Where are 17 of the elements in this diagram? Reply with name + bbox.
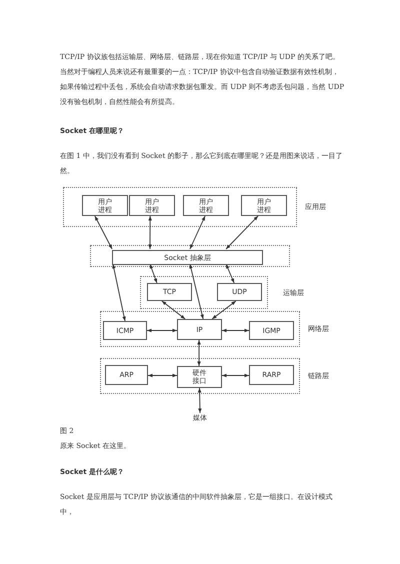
arrow — [197, 340, 201, 366]
arrow — [226, 216, 258, 250]
arrow — [226, 264, 235, 284]
arrow — [222, 374, 250, 378]
arrow — [161, 300, 186, 320]
arrow — [190, 216, 206, 250]
arrow — [189, 264, 204, 320]
arrow — [222, 328, 250, 332]
arrow — [94, 216, 112, 250]
arrow — [148, 216, 152, 250]
arrow — [146, 328, 178, 332]
arrow — [148, 374, 178, 378]
arrow — [198, 388, 202, 414]
layer-frame — [90, 245, 290, 267]
arrow — [212, 300, 236, 320]
arrow — [150, 264, 158, 284]
arrow — [112, 264, 126, 322]
